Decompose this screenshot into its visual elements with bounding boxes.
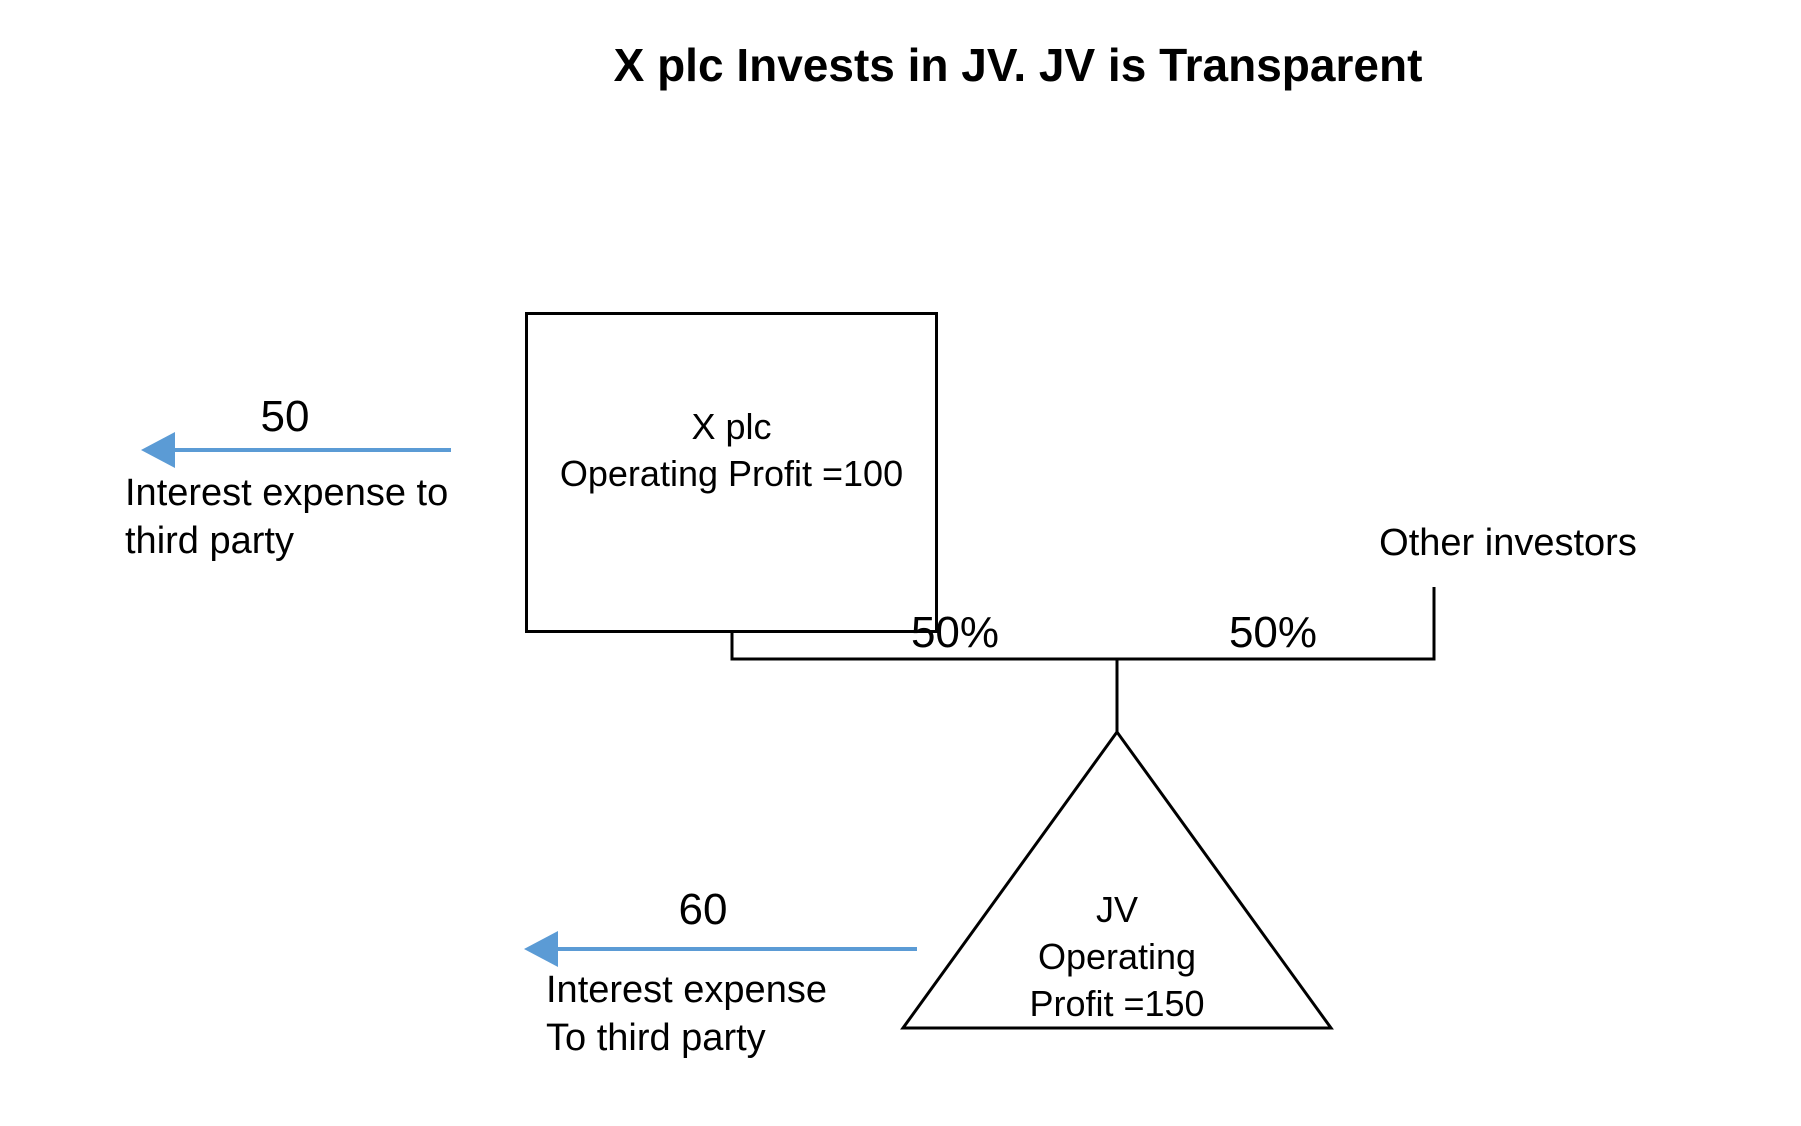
arrow-head bbox=[141, 432, 175, 468]
interest-expense-top-caption: Interest expense to third party bbox=[125, 469, 448, 565]
amount-60-label: 60 bbox=[678, 885, 728, 934]
x-plc-box-name: X plc bbox=[691, 405, 772, 447]
amount-50-label: 50 bbox=[260, 392, 310, 441]
jv-operating: Operating bbox=[1037, 936, 1197, 977]
caption-line: third party bbox=[125, 520, 294, 562]
interest-expense-bottom-caption: Interest expense To third party bbox=[546, 966, 827, 1062]
jv-triangle bbox=[900, 729, 1334, 1030]
caption-line: Interest expense bbox=[546, 969, 827, 1011]
arrow-head bbox=[524, 931, 558, 967]
left-arrow-bottom-icon bbox=[524, 931, 917, 967]
caption-line: Interest expense to bbox=[125, 472, 449, 514]
jv-triangle-text: JV Operating Profit =150 bbox=[967, 886, 1267, 1027]
ownership-right-pct-label: 50% bbox=[1228, 608, 1318, 657]
caption-line: To third party bbox=[546, 1017, 766, 1059]
left-arrow-top-icon bbox=[141, 432, 451, 468]
page-title: X plc Invests in JV. JV is Transparent bbox=[613, 39, 1423, 91]
x-plc-box: X plc Operating Profit =100 bbox=[525, 312, 938, 633]
x-plc-box-profit: Operating Profit =100 bbox=[559, 452, 904, 494]
other-investors-label: Other investors bbox=[1379, 522, 1637, 564]
jv-profit: Profit =150 bbox=[1029, 983, 1205, 1024]
jv-name: JV bbox=[1095, 889, 1138, 930]
ownership-left-pct-label: 50% bbox=[910, 608, 1000, 657]
